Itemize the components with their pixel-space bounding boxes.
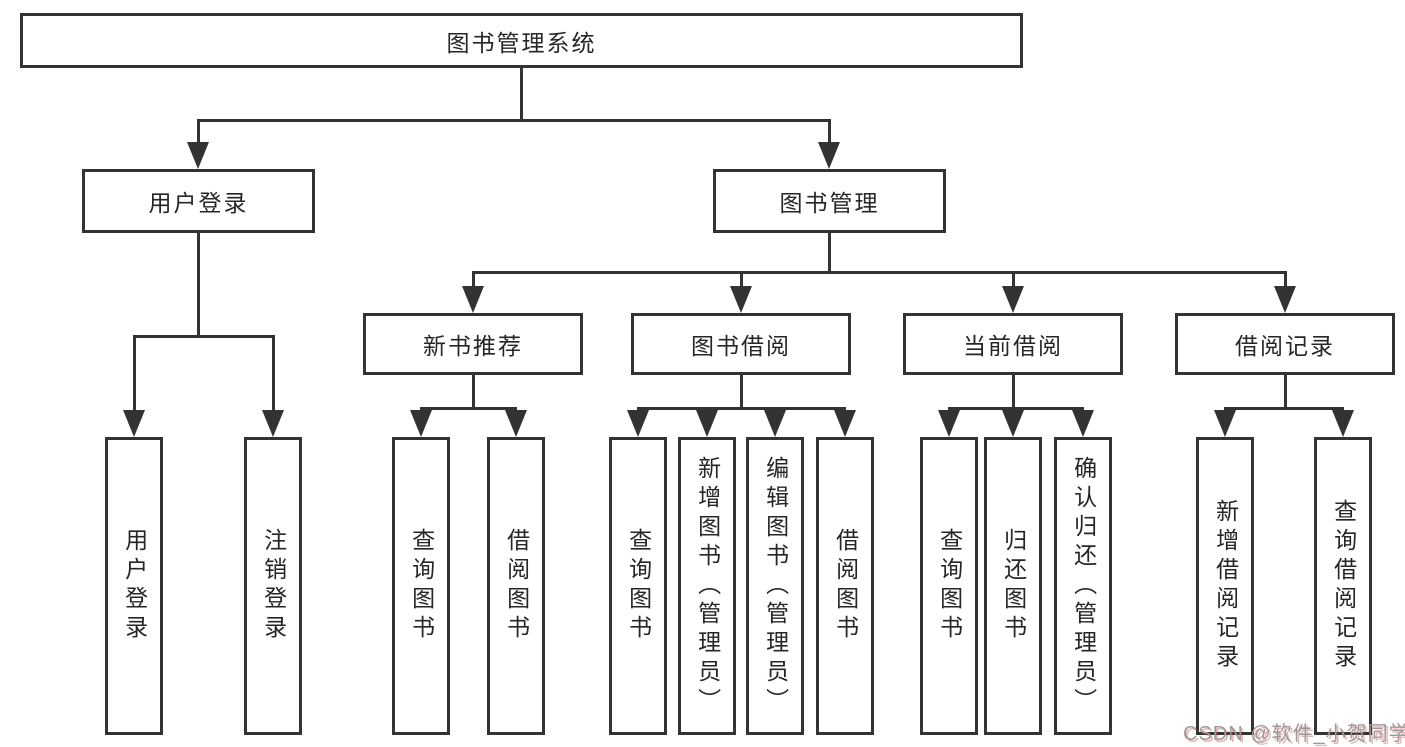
- node-leaf-query-borrow-record: 查询借阅记录: [1314, 437, 1372, 735]
- node-label: 归还图书: [1000, 528, 1027, 644]
- connector-line: [197, 233, 200, 338]
- arrowhead: [1332, 410, 1354, 437]
- arrowhead: [627, 410, 649, 437]
- node-leaf-borrow-books: 借阅图书: [816, 437, 874, 735]
- arrowhead: [938, 410, 960, 437]
- arrowhead: [1214, 410, 1236, 437]
- connector-line: [948, 407, 1084, 410]
- connector-line: [1224, 407, 1344, 410]
- node-leaf-query-books-current: 查询图书: [920, 437, 978, 735]
- node-leaf-edit-books-admin: 编辑图书（管理员）: [746, 437, 804, 735]
- node-leaf-logout: 注销登录: [244, 437, 302, 735]
- connector-line: [740, 271, 743, 289]
- connector-line: [133, 335, 136, 413]
- arrowhead: [818, 142, 840, 169]
- node-label: 查询图书: [408, 528, 435, 644]
- arrowhead: [764, 410, 786, 437]
- arrowhead: [505, 410, 527, 437]
- arrowhead: [834, 410, 856, 437]
- connector-line: [272, 335, 275, 413]
- arrowhead: [462, 286, 484, 313]
- arrowhead: [410, 410, 432, 437]
- connector-line: [1012, 271, 1015, 289]
- node-user-login: 用户登录: [82, 169, 315, 233]
- connector-line: [472, 271, 1287, 274]
- connector-line: [472, 271, 475, 289]
- connector-line: [1284, 271, 1287, 289]
- csdn-watermark: CSDN @软件_小贺同学: [1183, 723, 1405, 745]
- connector-line: [637, 407, 846, 410]
- node-leaf-confirm-return-admin: 确认归还（管理员）: [1054, 437, 1112, 735]
- node-current-borrow: 当前借阅: [903, 313, 1123, 375]
- node-label: 编辑图书（管理员）: [762, 455, 789, 717]
- node-leaf-query-books-borrow: 查询图书: [609, 437, 667, 735]
- node-label: 新增图书（管理员）: [694, 455, 721, 717]
- connector-line: [828, 119, 831, 149]
- connector-line: [133, 335, 275, 338]
- node-leaf-borrow-books-newbook: 借阅图书: [487, 437, 545, 735]
- arrowhead: [123, 410, 145, 437]
- arrowhead: [1002, 410, 1024, 437]
- node-leaf-add-books-admin: 新增图书（管理员）: [678, 437, 736, 735]
- node-root-system: 图书管理系统: [20, 13, 1023, 68]
- node-label: 借阅图书: [832, 528, 859, 644]
- arrowhead: [730, 286, 752, 313]
- node-label: 查询图书: [936, 528, 963, 644]
- connector-line: [1012, 375, 1015, 410]
- node-label: 查询借阅记录: [1330, 499, 1357, 673]
- node-label: 确认归还（管理员）: [1070, 455, 1097, 717]
- node-leaf-return-books: 归还图书: [984, 437, 1042, 735]
- node-new-book-recommend: 新书推荐: [363, 313, 583, 375]
- node-book-borrow: 图书借阅: [631, 313, 851, 375]
- connector-line: [197, 119, 831, 122]
- node-label: 新增借阅记录: [1212, 499, 1239, 673]
- node-label: 用户登录: [121, 528, 148, 644]
- connector-line: [197, 119, 200, 149]
- node-leaf-query-books-newbook: 查询图书: [392, 437, 450, 735]
- arrowhead: [1002, 286, 1024, 313]
- arrowhead: [187, 142, 209, 169]
- arrowhead: [262, 410, 284, 437]
- node-label: 注销登录: [260, 528, 287, 644]
- node-label: 借阅图书: [503, 528, 530, 644]
- arrowhead: [1072, 410, 1094, 437]
- node-leaf-add-borrow-record: 新增借阅记录: [1196, 437, 1254, 735]
- node-leaf-user-login: 用户登录: [105, 437, 163, 735]
- connector-line: [420, 407, 517, 410]
- connector-line: [740, 375, 743, 410]
- connector-line: [828, 233, 831, 274]
- connector-line: [1284, 375, 1287, 410]
- arrowhead: [1274, 286, 1296, 313]
- node-borrow-records: 借阅记录: [1175, 313, 1395, 375]
- arrowhead: [696, 410, 718, 437]
- node-label: 查询图书: [625, 528, 652, 644]
- connector-line: [472, 375, 475, 410]
- connector-line: [520, 68, 523, 119]
- node-book-management: 图书管理: [713, 169, 946, 233]
